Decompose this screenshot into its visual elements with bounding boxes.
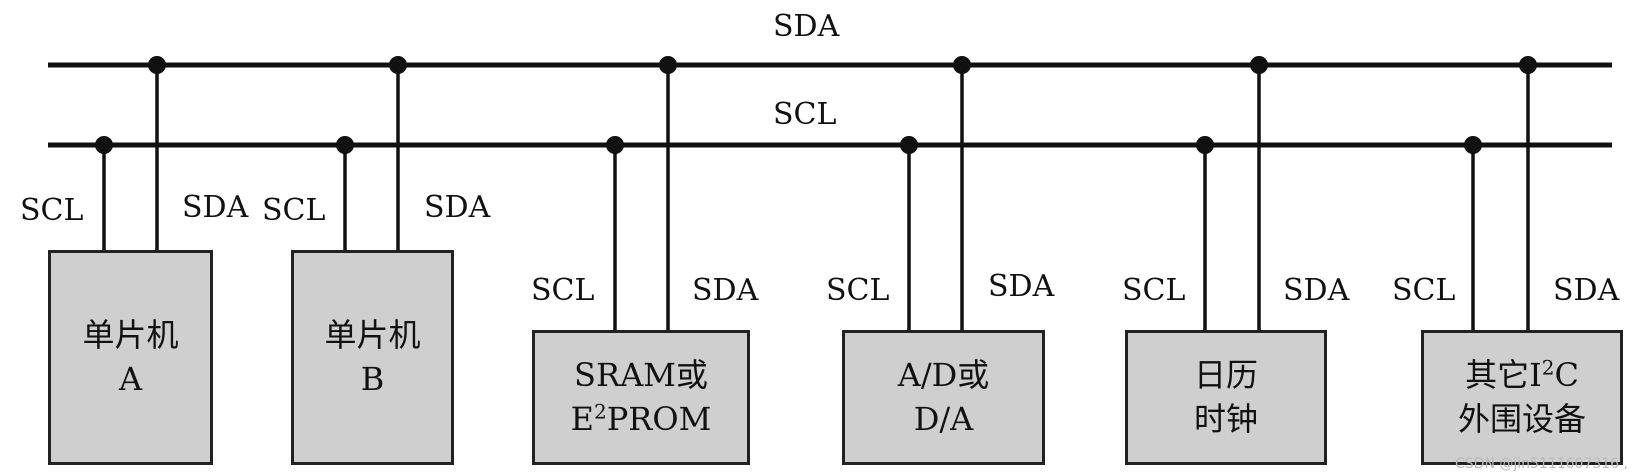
mcu-b-sda-label: SDA [424,190,491,225]
device-clock-line2: 时钟 [1193,399,1258,438]
device-mcu-b-line2: B [360,359,385,398]
sda-junction-dot-2 [389,56,407,74]
clock-sda-label: SDA [1283,273,1350,308]
device-memory-line2: E2PROM [571,398,712,441]
memory-superscript: 2 [594,398,607,423]
mcu-b-scl-label: SCL [262,193,326,228]
device-memory: SRAM或 E2PROM [532,330,750,465]
device-mcu-b: 单片机 B [291,250,454,465]
clock-scl-label: SCL [1122,273,1186,308]
other-post: C [1554,356,1579,395]
sda-junction-dot-5 [1250,56,1268,74]
scl-junction-dot-6 [1464,136,1482,154]
other-superscript: 2 [1541,355,1555,380]
other-scl-label: SCL [1392,273,1456,308]
device-other-line2: 外围设备 [1457,399,1586,438]
mcu-a-sda-label: SDA [182,190,249,225]
device-mcu-a-line1: 单片机 [82,316,179,355]
device-mcu-a-line2: A [118,359,143,398]
scl-junction-dot-1 [95,136,113,154]
adc-scl-label: SCL [826,273,890,308]
adc-sda-label: SDA [988,269,1055,304]
sda-junction-dot-3 [659,56,677,74]
bus-taps [95,56,1537,331]
memory-scl-label: SCL [531,273,595,308]
watermark: CSDN @jin5111607316 , [1455,456,1628,472]
device-memory-line1: SRAM或 [574,356,708,395]
sda-junction-dot-6 [1519,56,1537,74]
memory-sda-label: SDA [692,273,759,308]
sda-bus-label: SDA [773,9,840,44]
device-adc-line1: A/D或 [897,356,990,395]
device-other-line1: 其它I2C [1465,354,1579,397]
memory-e: E [570,399,594,438]
sda-junction-dot-4 [953,56,971,74]
device-other-peripheral: 其它I2C 外围设备 [1421,330,1623,465]
other-sda-label: SDA [1553,273,1620,308]
memory-prom: PROM [606,399,712,438]
scl-junction-dot-4 [900,136,918,154]
scl-junction-dot-5 [1196,136,1214,154]
device-calendar-clock: 日历 时钟 [1125,330,1327,465]
device-mcu-a: 单片机 A [48,250,213,465]
device-mcu-b-line1: 单片机 [324,316,421,355]
device-adc-line2: D/A [913,399,974,438]
scl-bus-label: SCL [773,97,837,132]
device-adc-dac: A/D或 D/A [842,330,1045,465]
scl-junction-dot-3 [606,136,624,154]
other-pre: 其它I [1465,356,1542,395]
sda-junction-dot-1 [148,56,166,74]
mcu-a-scl-label: SCL [20,193,84,228]
device-clock-line1: 日历 [1193,356,1258,395]
scl-junction-dot-2 [336,136,354,154]
